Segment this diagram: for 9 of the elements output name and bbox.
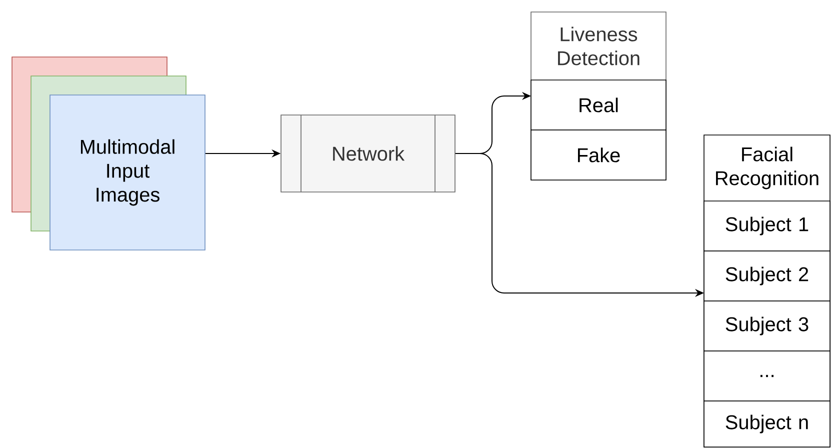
table-cell: Subject 2 [704,250,830,302]
process-box: Network [280,114,456,192]
table-cell: Subject n [704,400,830,448]
table-cell: Subject 3 [704,300,830,352]
table-cell: ... [704,350,830,402]
image-box: Multimodal Input Images [50,94,206,250]
table-cell: Subject 1 [704,200,830,252]
table-cell: Real [530,80,666,130]
table-cell: Fake [530,130,666,180]
